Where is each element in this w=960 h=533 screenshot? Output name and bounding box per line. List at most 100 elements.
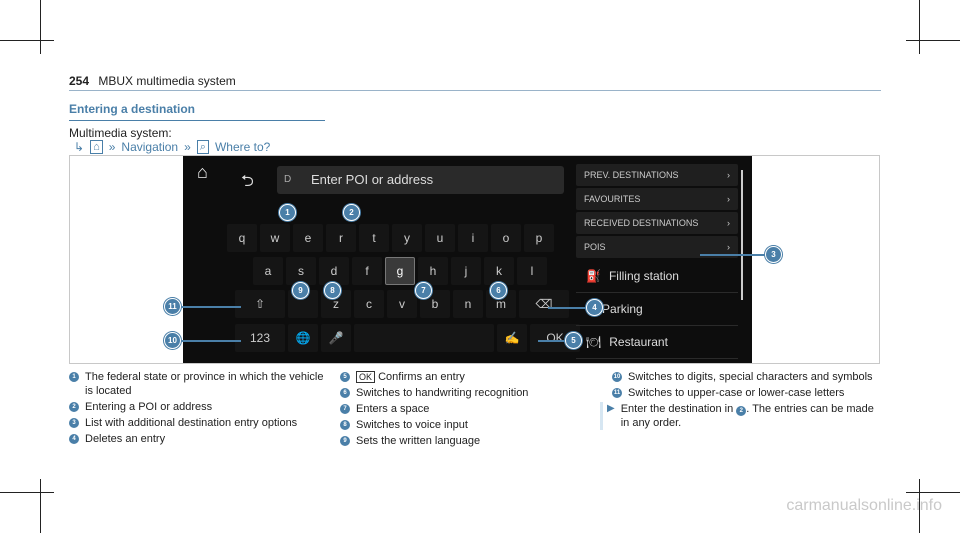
keyboard-row-2: a s d f g h j k l [253,257,550,285]
figure-frame [69,155,880,364]
key[interactable]: v [387,290,417,318]
crop-mark [40,0,41,54]
callout: 4 [586,299,603,316]
chevron-right-icon: › [727,242,730,252]
key[interactable]: c [354,290,384,318]
key[interactable]: i [458,224,488,252]
system-label: Multimedia system: [69,126,172,140]
keyboard-row-4: 123 🌐 🎤 ✍ OK [235,324,583,352]
option-pois[interactable]: POIS› [576,236,738,258]
keyboard-row-1: q w e r t y u i o p [227,224,557,252]
ok-key-symbol: OK [356,371,376,383]
path-navigation: Navigation [121,140,179,154]
key[interactable]: o [491,224,521,252]
delete-key[interactable]: ⌫ [519,290,569,318]
key[interactable]: d [319,257,349,285]
callout: 2 [343,204,360,221]
keyboard-row-3: ⇧ z c v b n m ⌫ [235,290,572,318]
callout-line [548,307,586,309]
microphone-icon[interactable]: 🎤 [321,324,351,352]
callout: 3 [765,246,782,263]
home-icon: ⌂ [90,140,103,154]
space-key[interactable] [354,324,494,352]
separator-icon: » [184,140,191,154]
option-favourites[interactable]: FAVOURITES› [576,188,738,210]
home-icon[interactable]: ⌂ [197,162,208,182]
globe-icon[interactable]: 🌐 [288,324,318,352]
scrollbar[interactable] [741,170,743,300]
crop-mark [906,40,960,41]
callout-line [700,254,765,256]
chevron-right-icon: › [727,218,730,228]
crop-mark [40,479,41,533]
key[interactable]: t [359,224,389,252]
watermark: carmanualsonline.info [786,497,942,514]
crop-mark [906,492,960,493]
key[interactable]: a [253,257,283,285]
separator-icon: » [108,140,116,154]
option-received-destinations[interactable]: RECEIVED DESTINATIONS› [576,212,738,234]
crop-mark [919,479,920,533]
state-letter: D [284,174,292,185]
shift-key[interactable]: ⇧ [235,290,285,318]
callout: 9 [292,282,309,299]
key-selected[interactable]: g [385,257,415,285]
restaurant-icon: 🍽 [586,335,602,349]
callout: 1 [279,204,296,221]
destination-input[interactable]: D Enter POI or address [277,166,564,194]
key[interactable]: r [326,224,356,252]
callout: 11 [164,298,181,315]
chevron-right-icon: › [727,170,730,180]
category-filling-station[interactable]: ⛽Filling station [576,260,738,293]
back-icon[interactable]: ⮌ [241,173,254,190]
fuel-icon: ⛽ [586,269,601,283]
key[interactable]: w [260,224,290,252]
instruction-step: ▶ Enter the destination in 2. The entrie… [600,402,880,430]
digits-key[interactable]: 123 [235,324,285,352]
key[interactable]: j [451,257,481,285]
key[interactable]: e [293,224,323,252]
callout: 7 [415,282,432,299]
key[interactable]: f [352,257,382,285]
key[interactable]: s [286,257,316,285]
callout: 6 [490,282,507,299]
key[interactable]: p [524,224,554,252]
callout-line [538,340,565,342]
header-rule [69,90,881,91]
key[interactable]: l [517,257,547,285]
book-title: MBUX multimedia system [98,74,236,88]
section-title: Entering a destination [69,102,196,116]
key[interactable]: q [227,224,257,252]
key[interactable]: u [425,224,455,252]
key[interactable]: k [484,257,514,285]
handwriting-icon[interactable]: ✍ [497,324,527,352]
chevron-right-icon: › [727,194,730,204]
key[interactable]: b [420,290,450,318]
callout: 8 [324,282,341,299]
category-restaurant[interactable]: 🍽Restaurant [576,326,738,359]
key[interactable]: h [418,257,448,285]
arrow-icon: ↳ [74,140,85,154]
crop-mark [0,40,54,41]
callout-line [181,340,241,342]
option-prev-destinations[interactable]: PREV. DESTINATIONS› [576,164,738,186]
key[interactable]: y [392,224,422,252]
section-rule [69,120,325,121]
key[interactable]: n [453,290,483,318]
mbux-screen: ⌂ ⮌ D Enter POI or address q w e r t y u… [183,156,752,363]
page-number: 254 [69,74,90,88]
